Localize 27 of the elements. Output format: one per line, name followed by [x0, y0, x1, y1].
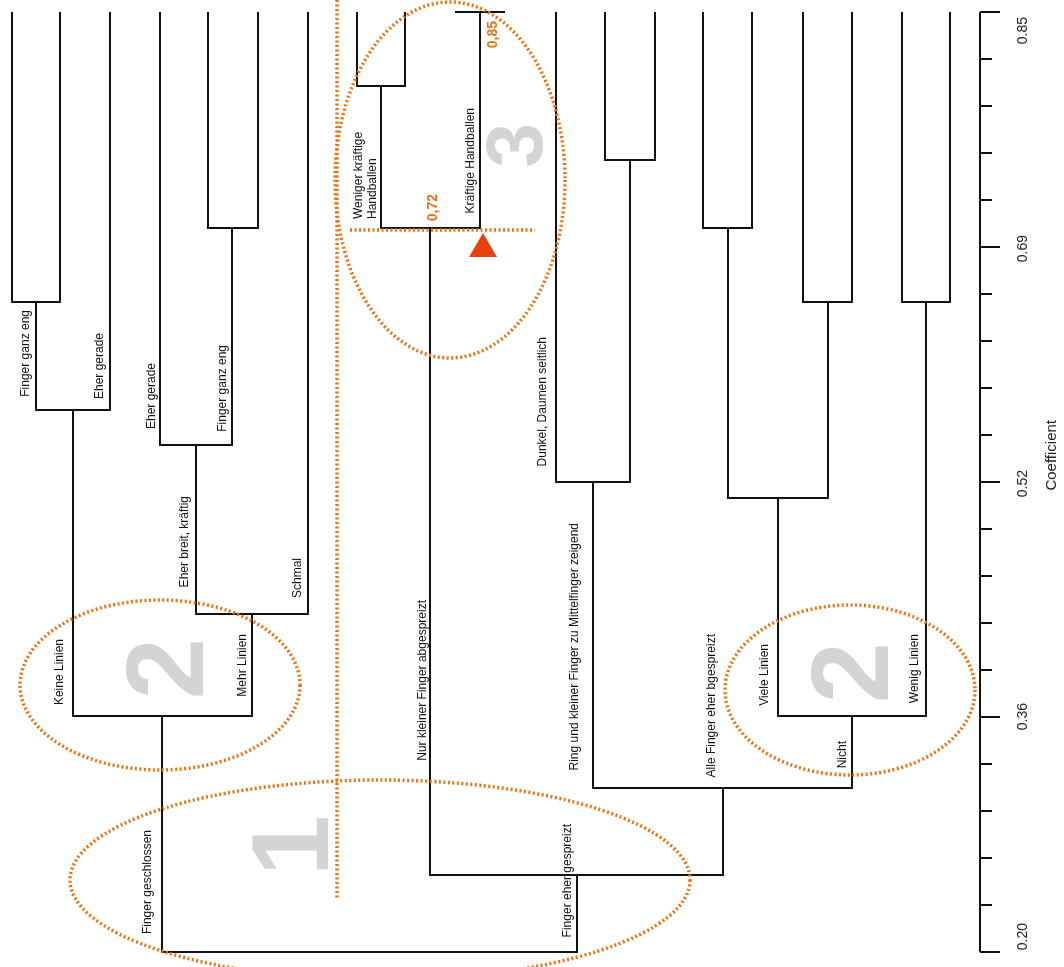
- branch-label: Eher gerade: [145, 363, 159, 430]
- branch-label: Eher gerade: [93, 333, 107, 400]
- branch-label: Weniger kräftige Handballen: [352, 130, 380, 219]
- tick-label: 0.69: [1014, 234, 1031, 262]
- branch-label: Wenig Linien: [908, 633, 922, 703]
- branch-label: Dunkel, Daumen seitlich: [536, 336, 550, 466]
- axis-title: Coefficient: [1041, 419, 1059, 491]
- tick-label: 0.52: [1014, 469, 1031, 497]
- branch-label: Nur kleiner Finger abgespreizt: [416, 599, 430, 761]
- branch-label: Finger ganz eng: [19, 309, 33, 397]
- branch-label: Ring und kleiner Finger zu Mittelfinger zeigend: [568, 522, 582, 770]
- branch-label: Eher breit, kräftig: [178, 495, 192, 587]
- branch-label: Finger geschlossen: [141, 830, 155, 935]
- branch-label: Nicht: [836, 740, 850, 768]
- branch-label: Finger eher gespreizt: [561, 823, 575, 937]
- tick-label: 0.20: [1014, 922, 1031, 950]
- branch-label: Keine Linien: [53, 639, 67, 706]
- branch-label: Kräftige Handballen: [464, 107, 478, 213]
- branch-label: Finger ganz eng: [216, 344, 230, 432]
- tick-label: 0.36: [1014, 702, 1031, 730]
- coefficient-value: 0,72: [424, 193, 441, 221]
- branch-label: Mehr Linien: [236, 633, 250, 697]
- tick-label: 0.85: [1014, 16, 1031, 44]
- branch-label: Alle Finger eher bgespreizt: [705, 633, 719, 777]
- branch-label: Schmal: [291, 558, 305, 598]
- coefficient-value: 0,85: [484, 20, 501, 48]
- branch-label: Viele Linien: [758, 644, 772, 706]
